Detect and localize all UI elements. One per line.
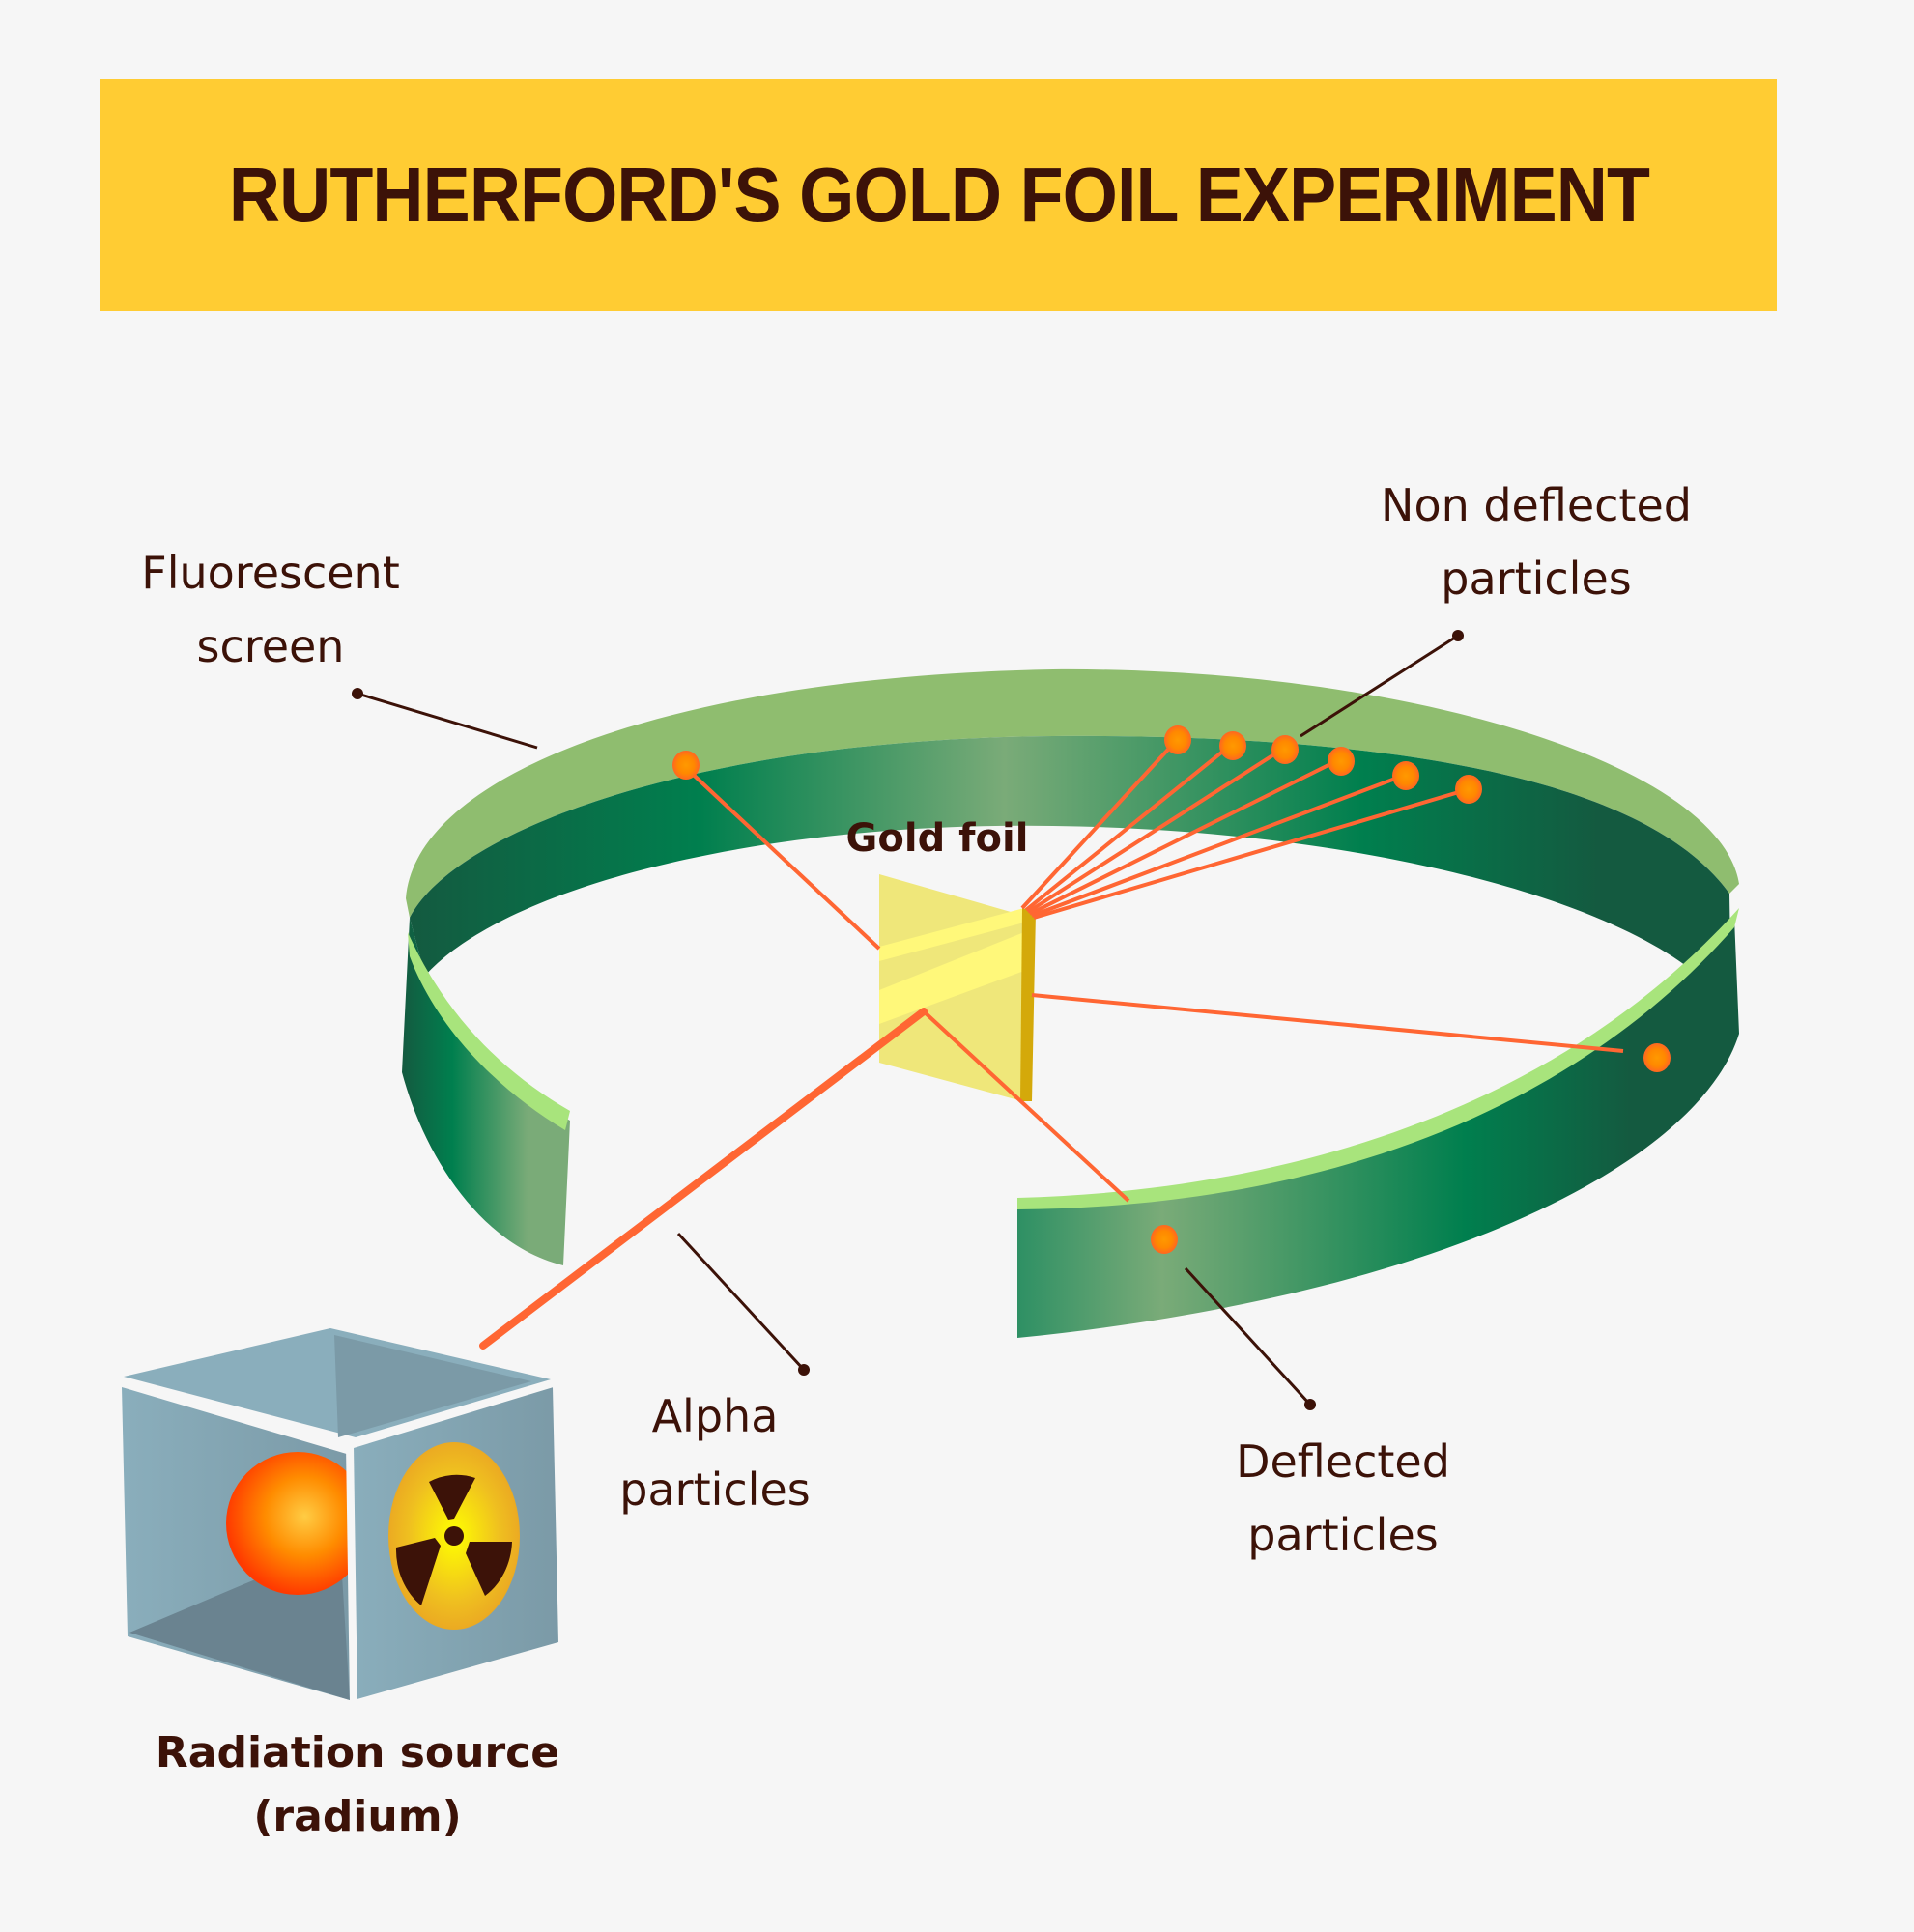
screen-left-band xyxy=(402,918,570,1265)
label-line: Non deflected xyxy=(1381,479,1692,531)
leader-deflected xyxy=(1184,1266,1312,1406)
radiation-source-box xyxy=(122,1328,558,1703)
nondeflected-beam-2 xyxy=(1024,744,1232,912)
impact-dot xyxy=(1164,725,1191,754)
radium-sphere-icon xyxy=(226,1452,369,1595)
label-line: Deflected xyxy=(1236,1435,1450,1488)
screen-back-band xyxy=(410,735,1731,1014)
impact-points xyxy=(672,725,1671,1254)
alpha-beams xyxy=(479,738,1624,1350)
label-line: Fluorescent xyxy=(141,547,400,599)
screen-front-rim xyxy=(1017,908,1739,1209)
label-deflected-particles: Deflected particles xyxy=(1188,1425,1498,1572)
impact-dot xyxy=(1643,1043,1671,1072)
page-title: RUTHERFORD'S GOLD FOIL EXPERIMENT xyxy=(228,152,1649,238)
screen-left-rim xyxy=(408,932,570,1130)
label-line: Radiation source xyxy=(155,1728,560,1777)
label-radiation-source: Radiation source (radium) xyxy=(126,1721,589,1849)
impact-dot xyxy=(1455,775,1482,804)
label-line: particles xyxy=(1441,553,1632,605)
label-fluorescent-screen: Fluorescent screen xyxy=(116,536,425,683)
label-gold-foil: Gold foil xyxy=(845,816,1029,861)
incident-beam xyxy=(479,1008,928,1350)
label-alpha-particles: Alpha particles xyxy=(580,1379,850,1526)
impact-dot xyxy=(1392,761,1419,790)
label-line: particles xyxy=(619,1463,811,1516)
reflected-beam xyxy=(922,1009,1130,1203)
label-line: particles xyxy=(1247,1509,1439,1561)
leader-dot xyxy=(798,1364,810,1376)
impact-dot xyxy=(1328,747,1355,776)
label-line: screen xyxy=(196,620,345,672)
impact-dot xyxy=(672,751,700,780)
title-banner: RUTHERFORD'S GOLD FOIL EXPERIMENT xyxy=(100,79,1777,311)
radiation-symbol-icon xyxy=(388,1442,520,1630)
leader-lines xyxy=(352,630,1464,1410)
side-deflected-beam xyxy=(1031,993,1624,1053)
screen-back-rim xyxy=(406,668,1739,918)
leader-non-deflected xyxy=(1300,634,1459,738)
leader-alpha xyxy=(676,1232,806,1372)
label-non-deflected: Non deflected particles xyxy=(1343,469,1729,615)
nondeflected-beam-6 xyxy=(1033,787,1470,920)
box-top-inner xyxy=(334,1335,531,1437)
impact-dot xyxy=(1271,735,1299,764)
gold-foil xyxy=(879,874,1036,1101)
impact-dot xyxy=(1151,1225,1178,1254)
leader-dot xyxy=(1452,630,1464,641)
impact-dot xyxy=(1219,731,1246,760)
nondeflected-beam-1 xyxy=(1020,738,1179,910)
nondeflected-beam-4 xyxy=(1029,759,1337,916)
screen-front-band xyxy=(1017,918,1739,1338)
leader-dot xyxy=(1304,1399,1316,1410)
nondeflected-beam-5 xyxy=(1031,774,1404,918)
leader-fluorescent-screen xyxy=(357,692,538,750)
nondeflected-beam-3 xyxy=(1026,749,1282,914)
leader-dot xyxy=(352,688,363,699)
fluorescent-screen xyxy=(402,668,1739,1338)
label-line: (radium) xyxy=(253,1792,462,1841)
label-line: Alpha xyxy=(651,1390,779,1442)
back-deflected-beam xyxy=(682,764,881,951)
